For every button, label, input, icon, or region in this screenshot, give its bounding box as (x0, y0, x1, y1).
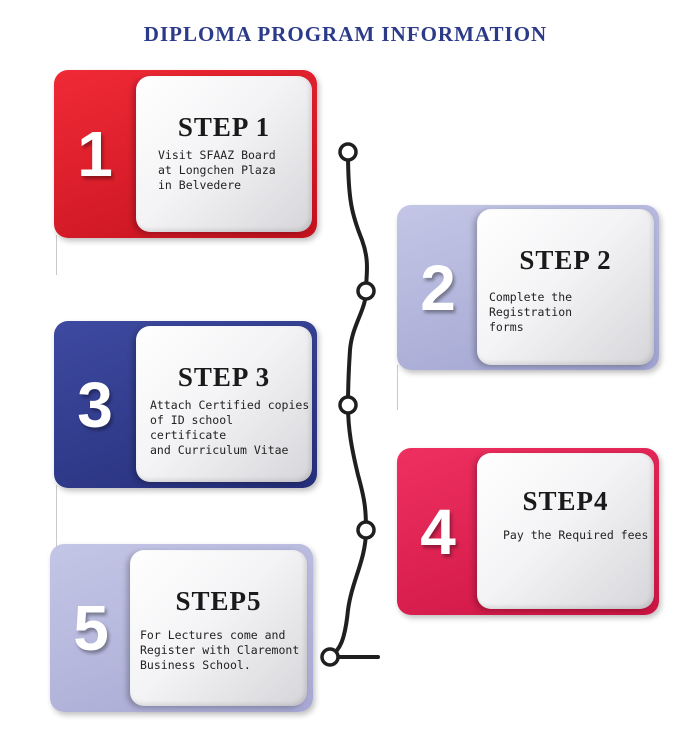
step-5-card: 5 STEP5 For Lectures come and Register w… (50, 544, 313, 712)
step-2-text: Complete the Registration forms (489, 290, 573, 334)
step-2-number: 2 (420, 251, 456, 324)
step-2-card: 2 STEP 2 Complete the Registration forms (397, 205, 659, 370)
timeline-node-1 (338, 142, 358, 162)
step-1-card: 1 STEP 1 Visit SFAAZ Board at Longchen P… (54, 70, 317, 238)
step-4-text: Pay the Required fees (503, 528, 649, 542)
step-3-text: Attach Certified copies of ID school cer… (150, 398, 310, 457)
timeline-node-5 (320, 647, 340, 667)
step-3-title: STEP 3 (177, 362, 271, 392)
step-2-title: STEP 2 (519, 245, 612, 275)
step-5-panel: STEP5 For Lectures come and Register wit… (130, 550, 307, 706)
step-5-number: 5 (73, 592, 109, 664)
step-3-panel: STEP 3 Attach Certified copies of ID sch… (136, 326, 312, 482)
step-3-card: 3 STEP 3 Attach Certified copies of ID s… (54, 321, 317, 488)
step-4-title: STEP4 (522, 486, 609, 516)
step-5-text: For Lectures come and Register with Clar… (140, 628, 300, 672)
page-title: DIPLOMA PROGRAM INFORMATION (143, 22, 548, 46)
step-1-title: STEP 1 (177, 112, 271, 142)
step-4-number: 4 (420, 495, 456, 568)
step-4-card: 4 STEP4 Pay the Required fees (397, 448, 659, 615)
step-1-number: 1 (77, 118, 113, 190)
step-3-number: 3 (77, 368, 113, 441)
timeline-node-4 (356, 520, 376, 540)
step-1-panel: STEP 1 Visit SFAAZ Board at Longchen Pla… (136, 76, 312, 232)
step-4-panel: STEP4 Pay the Required fees (477, 453, 654, 609)
step-5-title: STEP5 (175, 586, 262, 616)
timeline-node-3 (338, 395, 358, 415)
timeline-node-2 (356, 281, 376, 301)
step-1-text: Visit SFAAZ Board at Longchen Plaza in B… (158, 148, 276, 192)
step-2-panel: STEP 2 Complete the Registration forms (477, 209, 654, 365)
